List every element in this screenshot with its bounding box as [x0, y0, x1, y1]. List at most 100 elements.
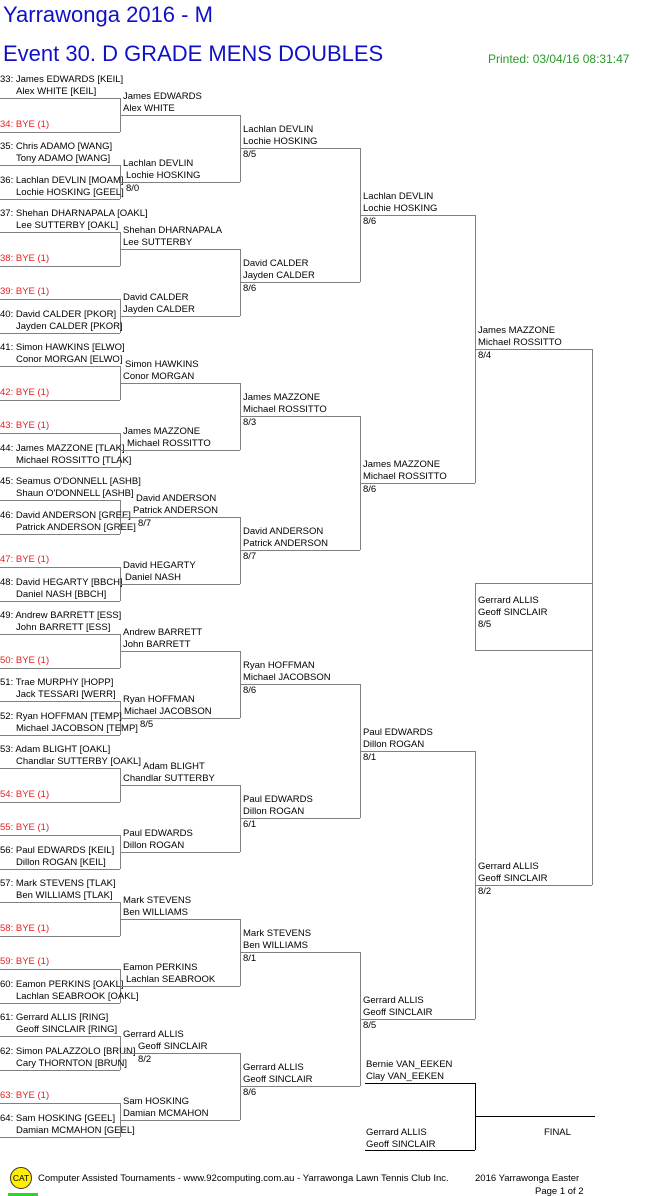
match-score: 8/2 [478, 886, 492, 898]
entry-line [0, 768, 120, 769]
entry-line [0, 165, 120, 166]
match-line [120, 1052, 240, 1054]
winner-player-1: Lachlan DEVLIN [243, 124, 314, 136]
entry-name: BYE (1) [15, 922, 50, 934]
match-line [120, 784, 240, 786]
entry-seed: 53: [0, 744, 14, 755]
entry-seed: 35: [0, 141, 14, 152]
entry-name: Ryan HOFFMAN [TEMP] [15, 710, 122, 722]
entry-line [0, 265, 120, 267]
entry-line [0, 734, 120, 736]
match-line [240, 148, 360, 150]
entry-player-1: 35: Chris ADAMO [WANG] [0, 141, 112, 153]
entry-line [0, 366, 120, 367]
entry-seed: 39: [0, 286, 14, 297]
winner-player-2: Patrick ANDERSON [243, 538, 328, 550]
winner-player-1: Paul EDWARDS [363, 727, 433, 739]
match-score: 8/1 [363, 752, 377, 764]
entry-line [0, 600, 120, 602]
entry-seed: 58: [0, 922, 14, 934]
entry-seed: 43: [0, 420, 14, 431]
match-line [240, 818, 360, 820]
match-score: 8/0 [126, 182, 140, 194]
entry-name: Simon PALAZZOLO [BRUN] [15, 1045, 136, 1057]
entry-player-1: 44: James MAZZONE [TLAK] [0, 443, 125, 455]
entry-seed: 49: [0, 610, 14, 621]
entry-line [0, 399, 120, 401]
entry-line [0, 902, 120, 903]
entry-name: Trae MURPHY [HOPP] [15, 677, 114, 688]
entry-line [0, 1136, 120, 1138]
match-line [120, 717, 240, 719]
entry-player-2: Geoff SINCLAIR [RING] [16, 1024, 118, 1035]
final-label: FINAL [544, 1127, 571, 1138]
winner-player-1: Mark STEVENS [123, 894, 192, 906]
match-line [120, 181, 240, 183]
entry-player-1: 53: Adam BLIGHT [OAKL] [0, 744, 110, 756]
winner-player-2: Lochie HOSKING [363, 203, 438, 215]
winner-player-2: Lachlan SEABROOK [126, 973, 216, 985]
half-winner-side [475, 583, 476, 650]
printed-timestamp: Printed: 03/04/16 08:31:47 [488, 52, 630, 66]
event-title: Event 30. D GRADE MENS DOUBLES [3, 41, 384, 66]
entry-seed: 61: [0, 1012, 14, 1023]
winner-player-1: Gerrard ALLIS [123, 1028, 184, 1040]
winner-player-2: Alex WHITE [123, 102, 175, 114]
entry-seed: 42: [0, 386, 14, 398]
winner-player-1: Ryan HOFFMAN [123, 693, 195, 705]
entry-player-2: Daniel NASH [BBCH] [16, 588, 107, 600]
tournament-title: Yarrawonga 2016 - M [3, 2, 213, 27]
entry-bye: 43: BYE (1) [0, 420, 49, 432]
entry-line [0, 433, 120, 434]
entry-line [0, 131, 120, 133]
entry-line [0, 835, 120, 836]
entry-name: Chris ADAMO [WANG] [15, 141, 113, 152]
entry-bye: 42: BYE (1) [0, 387, 49, 399]
entry-seed: 36: [0, 174, 14, 186]
entry-player-2: Lochie HOSKING [GEEL] [16, 186, 124, 198]
match-line [120, 918, 240, 920]
final-line-top [365, 1083, 475, 1084]
entry-line [0, 299, 120, 300]
entry-bye: 55: BYE (1) [0, 822, 49, 834]
entry-name: BYE (1) [15, 420, 50, 431]
entry-player-1: 40: David CALDER [PKOR] [0, 309, 116, 321]
entry-player-2: Lachlan SEABROOK [OAKL] [16, 990, 139, 1002]
footer-credit: Computer Assisted Tournaments - www.92co… [38, 1173, 449, 1184]
entry-name: Lachlan DEVLIN [MOAM] [15, 174, 124, 186]
half-winner-player-1: Gerrard ALLIS [478, 595, 539, 606]
winner-player-1: James MAZZONE [243, 392, 321, 404]
entry-seed: 52: [0, 710, 14, 722]
winner-player-1: Sam HOSKING [123, 1095, 189, 1107]
entry-player-2: Jack TESSARI [WERR] [16, 689, 116, 700]
winner-player-1: James MAZZONE [123, 425, 201, 437]
entry-seed: 46: [0, 509, 14, 521]
entry-seed: 34: [0, 118, 14, 130]
match-score: 8/6 [243, 283, 257, 295]
match-score: 8/6 [243, 685, 257, 697]
winner-player-1: Gerrard ALLIS [243, 1062, 304, 1074]
entry-seed: 37: [0, 208, 14, 219]
entry-player-2: Alex WHITE [KEIL] [16, 86, 97, 97]
entry-player-1: 52: Ryan HOFFMAN [TEMP] [0, 711, 122, 723]
entry-name: Gerrard ALLIS [RING] [15, 1012, 109, 1023]
entry-name: James EDWARDS [KEIL] [15, 74, 124, 85]
entry-player-1: 57: Mark STEVENS [TLAK] [0, 878, 116, 890]
half-winner-score: 8/5 [478, 619, 492, 630]
match-score: 8/5 [243, 149, 257, 161]
winner-player-1: Shehan DHARNAPALA [123, 224, 223, 236]
winner-player-1: Adam BLIGHT [143, 760, 205, 772]
half-winner-bottom [475, 650, 592, 651]
logo-bar [8, 1193, 38, 1196]
entry-name: Simon HAWKINS [ELWO] [15, 342, 125, 353]
entry-seed: 64: [0, 1112, 14, 1124]
match-score: 8/1 [243, 953, 257, 965]
entry-seed: 50: [0, 654, 14, 666]
half-winner-player-2: Geoff SINCLAIR [478, 607, 548, 618]
winner-player-1: Paul EDWARDS [243, 794, 313, 806]
entry-player-2: Cary THORNTON [BRUN] [16, 1057, 128, 1069]
final-top-player-1: Bernie VAN_EEKEN [366, 1059, 453, 1070]
entry-name: David HEGARTY [BBCH] [15, 576, 123, 588]
entry-name: Andrew BARRETT [ESS] [15, 610, 122, 621]
entry-bye: 50: BYE (1) [0, 655, 49, 667]
